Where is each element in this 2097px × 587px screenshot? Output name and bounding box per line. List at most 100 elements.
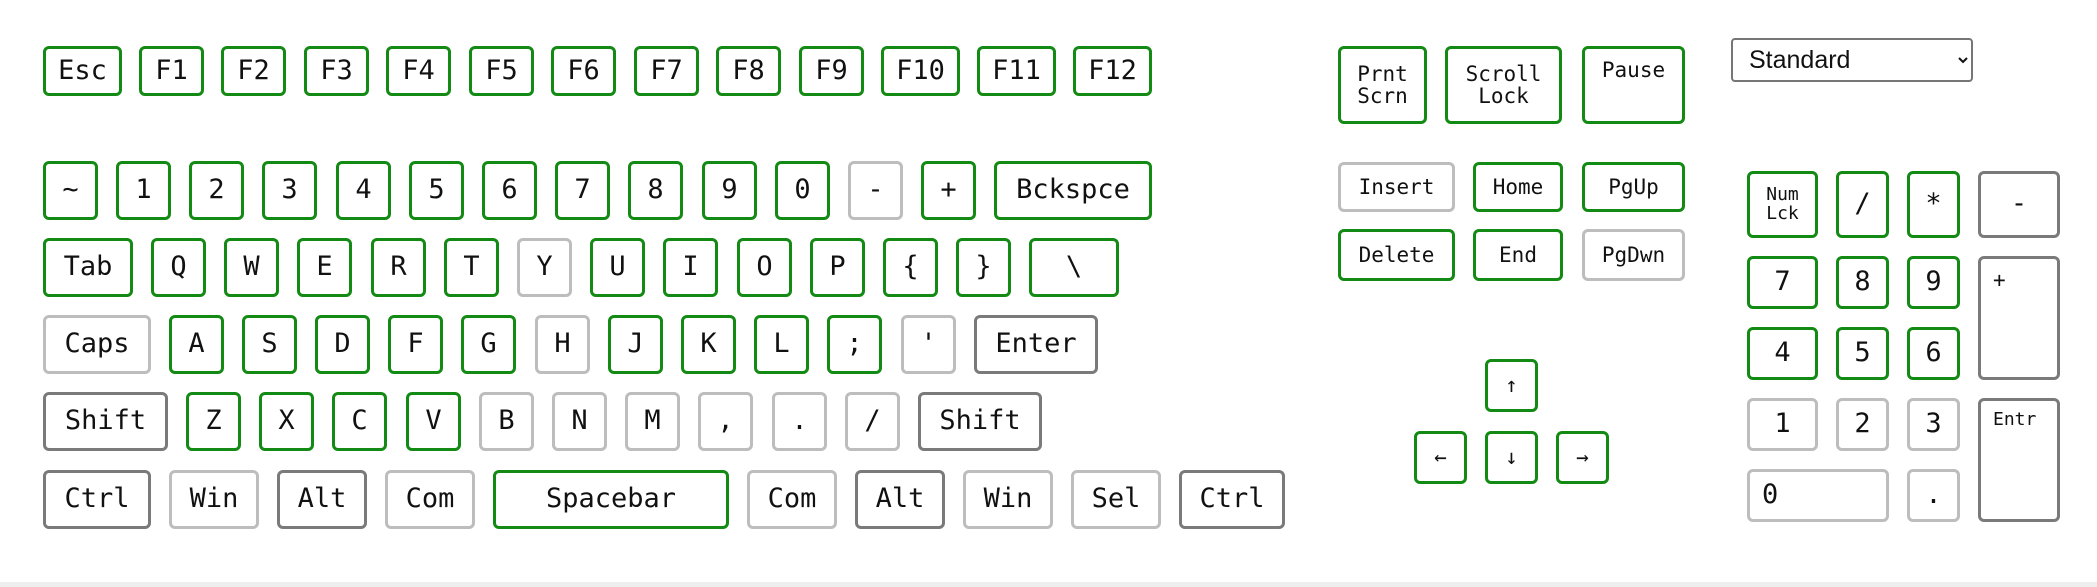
key-home[interactable]: Home bbox=[1473, 162, 1563, 212]
key-pause[interactable]: Pause bbox=[1582, 46, 1685, 124]
key-sel[interactable]: Sel bbox=[1071, 470, 1161, 529]
key-arrow-right[interactable]: → bbox=[1556, 431, 1609, 484]
key-print-screen[interactable]: Prnt Scrn bbox=[1338, 46, 1427, 124]
key-m[interactable]: M bbox=[625, 392, 680, 451]
key-slash[interactable]: / bbox=[845, 392, 900, 451]
key-f7[interactable]: F7 bbox=[634, 46, 699, 96]
key-r[interactable]: R bbox=[371, 238, 426, 297]
key-f9[interactable]: F9 bbox=[799, 46, 864, 96]
key-num-5[interactable]: 5 bbox=[1836, 327, 1889, 380]
key-right-com[interactable]: Com bbox=[747, 470, 837, 529]
key-f5[interactable]: F5 bbox=[469, 46, 534, 96]
key-z[interactable]: Z bbox=[186, 392, 241, 451]
key-j[interactable]: J bbox=[608, 315, 663, 374]
key-f11[interactable]: F11 bbox=[977, 46, 1056, 96]
key-h[interactable]: H bbox=[535, 315, 590, 374]
key-num-divide[interactable]: / bbox=[1836, 171, 1889, 238]
key-s[interactable]: S bbox=[242, 315, 297, 374]
key-a[interactable]: A bbox=[169, 315, 224, 374]
key-f[interactable]: F bbox=[388, 315, 443, 374]
key-enter[interactable]: Enter bbox=[974, 315, 1098, 374]
key-w[interactable]: W bbox=[224, 238, 279, 297]
key-semicolon[interactable]: ; bbox=[827, 315, 882, 374]
key-num-0[interactable]: 0 bbox=[1747, 469, 1889, 522]
key-num-8[interactable]: 8 bbox=[1836, 256, 1889, 309]
key-left-shift[interactable]: Shift bbox=[43, 392, 168, 451]
key-backspace[interactable]: Bckspce bbox=[994, 161, 1152, 220]
key-4[interactable]: 4 bbox=[336, 161, 391, 220]
key-spacebar[interactable]: Spacebar bbox=[493, 470, 729, 529]
key-g[interactable]: G bbox=[461, 315, 516, 374]
key-f8[interactable]: F8 bbox=[716, 46, 781, 96]
key-num-3[interactable]: 3 bbox=[1907, 398, 1960, 451]
key-x[interactable]: X bbox=[259, 392, 314, 451]
key-left-brace[interactable]: { bbox=[883, 238, 938, 297]
key-scroll-lock[interactable]: Scroll Lock bbox=[1445, 46, 1562, 124]
key-arrow-up[interactable]: ↑ bbox=[1485, 359, 1538, 412]
key-right-ctrl[interactable]: Ctrl bbox=[1179, 470, 1285, 529]
key-right-win[interactable]: Win bbox=[963, 470, 1053, 529]
key-num-4[interactable]: 4 bbox=[1747, 327, 1818, 380]
key-k[interactable]: K bbox=[681, 315, 736, 374]
key-num-multiply[interactable]: * bbox=[1907, 171, 1960, 238]
key-pgup[interactable]: PgUp bbox=[1582, 162, 1685, 212]
key-arrow-down[interactable]: ↓ bbox=[1485, 431, 1538, 484]
key-0[interactable]: 0 bbox=[775, 161, 830, 220]
key-num-1[interactable]: 1 bbox=[1747, 398, 1818, 451]
key-left-ctrl[interactable]: Ctrl bbox=[43, 470, 151, 529]
key-f12[interactable]: F12 bbox=[1073, 46, 1152, 96]
key-arrow-left[interactable]: ← bbox=[1414, 431, 1467, 484]
key-v[interactable]: V bbox=[406, 392, 461, 451]
key-delete[interactable]: Delete bbox=[1338, 229, 1455, 281]
key-3[interactable]: 3 bbox=[262, 161, 317, 220]
key-n[interactable]: N bbox=[552, 392, 607, 451]
key-minus[interactable]: - bbox=[848, 161, 903, 220]
key-e[interactable]: E bbox=[297, 238, 352, 297]
key-p[interactable]: P bbox=[810, 238, 865, 297]
key-f6[interactable]: F6 bbox=[551, 46, 616, 96]
key-5[interactable]: 5 bbox=[409, 161, 464, 220]
key-t[interactable]: T bbox=[444, 238, 499, 297]
key-7[interactable]: 7 bbox=[555, 161, 610, 220]
key-tilde[interactable]: ~ bbox=[43, 161, 98, 220]
key-right-brace[interactable]: } bbox=[956, 238, 1011, 297]
key-left-win[interactable]: Win bbox=[169, 470, 259, 529]
key-f3[interactable]: F3 bbox=[304, 46, 369, 96]
key-8[interactable]: 8 bbox=[628, 161, 683, 220]
key-right-alt[interactable]: Alt bbox=[855, 470, 945, 529]
key-plus[interactable]: + bbox=[921, 161, 976, 220]
key-d[interactable]: D bbox=[315, 315, 370, 374]
key-o[interactable]: O bbox=[737, 238, 792, 297]
key-pgdwn[interactable]: PgDwn bbox=[1582, 229, 1685, 281]
key-left-com[interactable]: Com bbox=[385, 470, 475, 529]
key-num-9[interactable]: 9 bbox=[1907, 256, 1960, 309]
key-u[interactable]: U bbox=[590, 238, 645, 297]
key-1[interactable]: 1 bbox=[116, 161, 171, 220]
key-y[interactable]: Y bbox=[517, 238, 572, 297]
key-num-lock[interactable]: Num Lck bbox=[1747, 171, 1818, 238]
key-num-minus[interactable]: - bbox=[1978, 171, 2060, 238]
key-end[interactable]: End bbox=[1473, 229, 1563, 281]
key-num-2[interactable]: 2 bbox=[1836, 398, 1889, 451]
key-num-plus[interactable]: + bbox=[1978, 256, 2060, 380]
key-q[interactable]: Q bbox=[151, 238, 206, 297]
key-f1[interactable]: F1 bbox=[139, 46, 204, 96]
layout-select[interactable]: Standard bbox=[1731, 38, 1973, 82]
key-b[interactable]: B bbox=[479, 392, 534, 451]
key-caps[interactable]: Caps bbox=[43, 315, 151, 374]
key-num-enter[interactable]: Entr bbox=[1978, 398, 2060, 522]
key-comma[interactable]: , bbox=[698, 392, 753, 451]
key-6[interactable]: 6 bbox=[482, 161, 537, 220]
key-backslash[interactable]: \ bbox=[1029, 238, 1119, 297]
key-left-alt[interactable]: Alt bbox=[277, 470, 367, 529]
key-quote[interactable]: ' bbox=[901, 315, 956, 374]
key-right-shift[interactable]: Shift bbox=[918, 392, 1042, 451]
key-f4[interactable]: F4 bbox=[386, 46, 451, 96]
key-2[interactable]: 2 bbox=[189, 161, 244, 220]
key-i[interactable]: I bbox=[663, 238, 718, 297]
key-period[interactable]: . bbox=[772, 392, 827, 451]
key-num-6[interactable]: 6 bbox=[1907, 327, 1960, 380]
key-num-decimal[interactable]: . bbox=[1907, 469, 1960, 522]
key-9[interactable]: 9 bbox=[702, 161, 757, 220]
key-insert[interactable]: Insert bbox=[1338, 162, 1455, 212]
